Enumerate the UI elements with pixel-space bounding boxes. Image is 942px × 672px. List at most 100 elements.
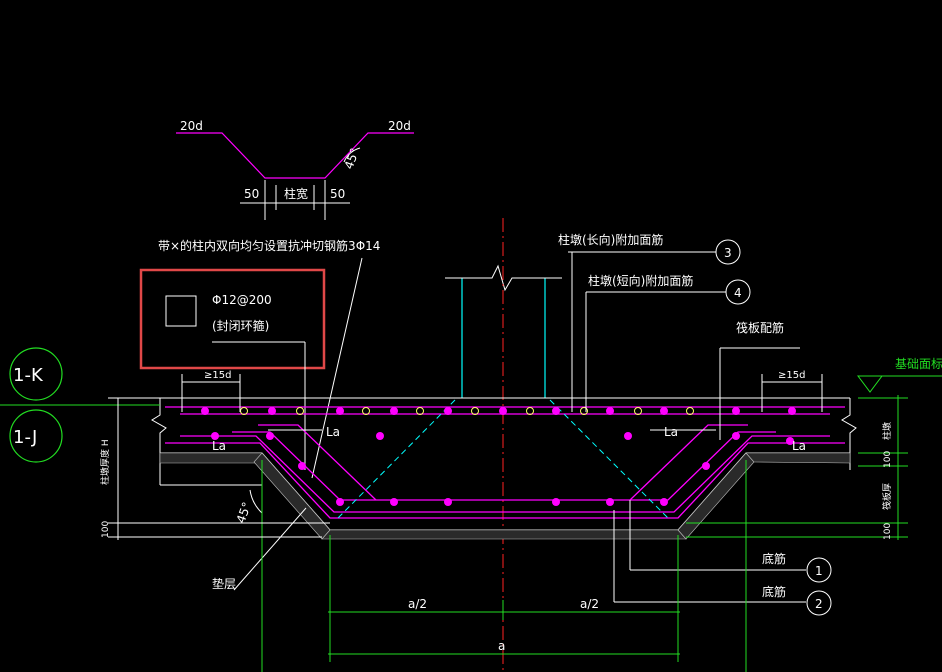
right-dim-100-2: 100 — [883, 523, 893, 540]
rebar-hollow-dot — [634, 407, 642, 415]
cushion-right-flat — [745, 452, 851, 464]
cushion-bottom — [321, 529, 687, 540]
la-left: La — [326, 425, 340, 439]
cushion-layer — [159, 452, 851, 540]
long-additional-bar — [232, 431, 776, 501]
lap-right-top: ≥15d — [778, 370, 805, 381]
angle-label-bottom: 45° — [234, 500, 254, 525]
la-small-right: La — [792, 439, 806, 453]
dim-50-left: 50 — [244, 187, 259, 201]
dim-half-a-right: a/2 — [580, 597, 599, 611]
rebar-dot — [702, 462, 710, 470]
rebar-dot — [660, 498, 668, 506]
right-raft-thickness: 筏板厚 — [881, 483, 893, 510]
cushion-left-slope — [253, 452, 331, 540]
rebar-hollow-dot — [580, 407, 588, 415]
la-right: La — [664, 425, 678, 439]
rebar-dot — [660, 407, 668, 415]
bottom-bar-2-label: 底筋 — [762, 584, 786, 599]
rebar-dot — [499, 407, 507, 415]
hook-length-left: 20d — [180, 119, 203, 133]
rebar-dot — [732, 407, 740, 415]
axis-bubble-k — [9, 347, 63, 401]
callout-circle-3 — [715, 239, 741, 265]
right-vertical-dims — [686, 395, 908, 540]
rebar-dot — [444, 498, 452, 506]
rebar-hollow-dot — [416, 407, 424, 415]
slope-annotations: 45° 垫层 — [212, 489, 307, 591]
rebar-dot — [624, 432, 632, 440]
rebar-dot — [211, 432, 219, 440]
rebar-dot — [390, 498, 398, 506]
foundation-top-marker: 基础面标高 — [857, 356, 942, 393]
column-width-label: 柱宽 — [284, 186, 308, 201]
callout-circle-1 — [806, 557, 832, 583]
column-break-line — [445, 264, 562, 292]
rebar-hollow-dot — [526, 407, 534, 415]
short-additional-bar-r — [629, 424, 748, 501]
hook-length-right: 20d — [388, 119, 411, 133]
rebar-dot — [788, 407, 796, 415]
lap-dims: ≥15d ≥15d La La La La — [181, 370, 823, 453]
rebar-dot — [552, 407, 560, 415]
rebar-dot — [336, 498, 344, 506]
shear-bar-right — [549, 399, 671, 521]
callout-num-1: 1 — [815, 564, 823, 578]
rebar-dot — [266, 432, 274, 440]
elev-triangle — [857, 375, 883, 393]
rebar-dot — [444, 407, 452, 415]
rebar-dot — [336, 407, 344, 415]
shear-bar-left — [335, 399, 456, 521]
dim-50-right: 50 — [330, 187, 345, 201]
bottom-dimensions — [261, 460, 747, 672]
axis-label-j: 1-J — [13, 427, 37, 448]
short-top-bar-label: 柱墩(短向)附加面筋 — [588, 273, 693, 288]
rebar-dots — [201, 407, 796, 506]
shear-bars — [335, 399, 671, 521]
column — [445, 218, 562, 672]
left-dim-100: 100 — [101, 521, 111, 538]
rebar-dot — [201, 407, 209, 415]
rebar-dot — [552, 498, 560, 506]
cushion-leader — [233, 507, 307, 591]
rebar-dot — [606, 407, 614, 415]
stirrup-spec: Φ12@200 — [212, 293, 272, 307]
callout-num-3: 3 — [724, 246, 732, 260]
break-right — [841, 398, 857, 470]
axis-label-k: 1-K — [13, 365, 44, 386]
hook-rebar-shape — [176, 132, 414, 179]
rebar-dot — [786, 437, 794, 445]
bottom-bar-1-label: 底筋 — [762, 551, 786, 566]
right-dim-100-1: 100 — [883, 451, 893, 468]
axis-markers: 1-K 1-J — [0, 347, 160, 463]
rebar-dot — [732, 432, 740, 440]
break-left — [151, 398, 167, 485]
callout-num-2: 2 — [815, 597, 823, 611]
rebar-hollow-dot — [471, 407, 479, 415]
raft-bar-label: 筏板配筋 — [736, 320, 784, 335]
dim-half-a-left: a/2 — [408, 597, 427, 611]
rebar-hollow-dot — [362, 407, 370, 415]
axis-bubble-j — [9, 409, 63, 463]
rebar-dot — [268, 407, 276, 415]
punching-rebar-note: 带×的柱内双向均匀设置抗冲切钢筋3Φ14 — [158, 238, 380, 253]
rebar-dot — [298, 462, 306, 470]
raft-bottom-bar-left-2 — [180, 435, 830, 513]
left-pier-thickness: 柱墩厚度 H — [99, 439, 111, 485]
rebar-hollow-dot — [686, 407, 694, 415]
stirrup-note: (封闭环箍) — [212, 318, 269, 333]
cushion-label: 垫层 — [212, 576, 236, 591]
rebar-dot — [390, 407, 398, 415]
bar-callouts: 柱墩(长向)附加面筋 3 柱墩(短向)附加面筋 4 筏板配筋 — [558, 232, 800, 440]
callout-circle-4 — [725, 279, 751, 305]
rebar-dot — [376, 432, 384, 440]
la-small-left: La — [212, 439, 226, 453]
rebar-hollow-dots — [240, 407, 694, 415]
angle-label-top: 45° — [342, 146, 362, 171]
highlight-box — [139, 268, 326, 370]
cushion-left-flat — [159, 452, 263, 464]
stirrup-callout: Φ12@200 (封闭环箍) — [139, 268, 326, 470]
rebar-dot — [606, 498, 614, 506]
right-pier-thickness: 柱墩 — [881, 422, 893, 440]
angle-arc-bottom — [249, 489, 263, 514]
